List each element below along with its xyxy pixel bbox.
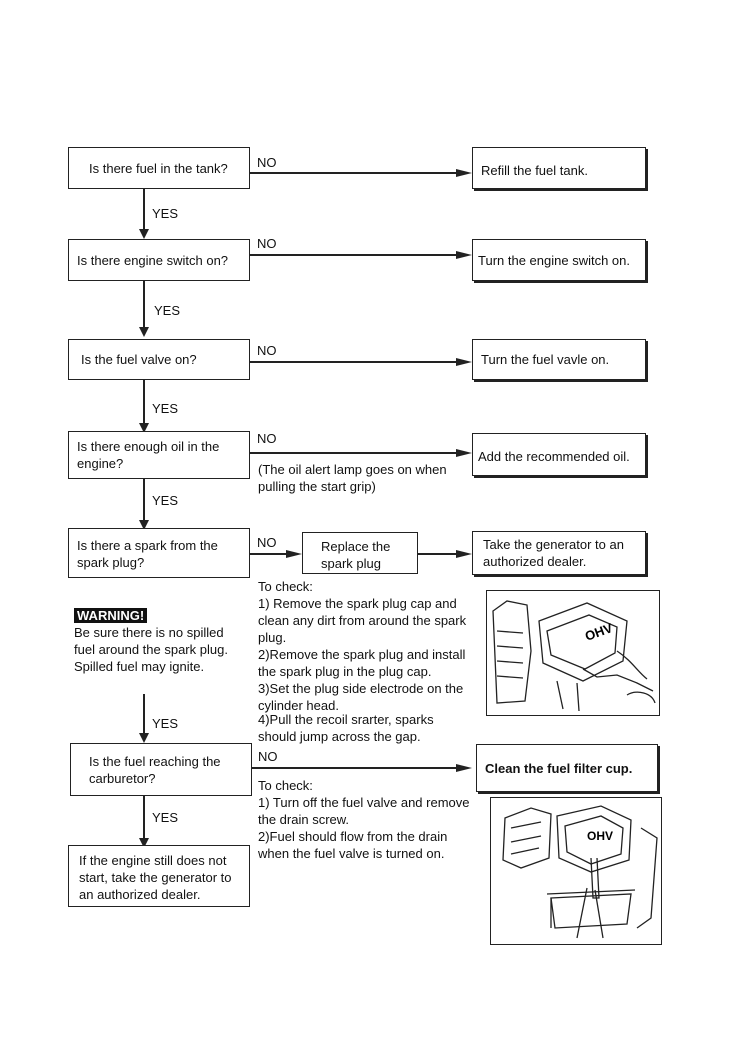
yes-arrow-line — [143, 189, 145, 232]
no-label: NO — [258, 749, 278, 764]
arrow-head — [456, 251, 472, 259]
spark-check-step-2: 2)Remove the spark plug and install the … — [258, 647, 466, 679]
question-spark: Is there a spark from the spark plug? — [68, 528, 250, 578]
replace-spark-plug-box: Replace the spark plug — [302, 532, 418, 574]
warning-block: WARNING! Be sure there is no spilled fue… — [74, 607, 242, 675]
question-text: Is the fuel reaching the carburetor? — [89, 754, 221, 786]
yes-label: YES — [152, 206, 179, 221]
yes-label: YES — [152, 401, 179, 416]
yes-label: YES — [152, 493, 179, 508]
action-text: Turn the fuel vavle on. — [481, 352, 610, 367]
yes-arrow-line — [143, 694, 145, 737]
action-text: Take the generator to an authorized deal… — [483, 537, 624, 569]
spark-check-step-1: 1) Remove the spark plug cap and clean a… — [258, 596, 467, 645]
arrow-head — [139, 733, 149, 743]
spark-check-heading: To check: — [258, 579, 313, 594]
spark-check-step-4: 4)Pull the recoil srarter, sparks should… — [258, 712, 434, 744]
yes-arrow-line — [143, 796, 145, 842]
spark-plug-illustration: OHV — [486, 590, 660, 716]
arrow-head — [139, 327, 149, 337]
oil-alert-note: (The oil alert lamp goes on when pulling… — [258, 462, 447, 494]
no-arrow-line — [250, 254, 458, 256]
no-arrow-line — [250, 361, 458, 363]
question-oil: Is there enough oil in the engine? — [68, 431, 250, 479]
no-label: NO — [257, 155, 277, 170]
question-fuel-in-tank: Is there fuel in the tank? — [68, 147, 250, 189]
fuel-check-heading: To check: — [258, 778, 313, 793]
action-text: Refill the fuel tank. — [481, 163, 588, 178]
drain-drawing: OHV — [502, 805, 658, 939]
arrow-head — [286, 550, 302, 558]
action-text: Clean the fuel filter cup. — [485, 761, 633, 776]
arrow-head — [139, 520, 149, 530]
yes-arrow-line — [143, 380, 145, 427]
action-text: Add the recommended oil. — [478, 449, 630, 464]
question-engine-switch: Is there engine switch on? — [68, 239, 250, 281]
question-fuel-valve: Is the fuel valve on? — [68, 339, 250, 380]
arrow-head — [456, 550, 472, 558]
fuel-drain-illustration: OHV — [490, 797, 662, 945]
question-text: Is there engine switch on? — [77, 253, 229, 268]
replace-text: Replace the spark plug — [321, 539, 391, 571]
yes-label: YES — [152, 810, 179, 825]
arrow-line — [418, 553, 458, 555]
arrow-head — [456, 169, 472, 177]
fuel-check-step-2: 2)Fuel should flow from the drain when t… — [258, 829, 448, 861]
final-text: If the engine still does not start, take… — [79, 853, 232, 902]
no-label: NO — [257, 236, 277, 251]
action-refill-tank: Refill the fuel tank. — [472, 147, 646, 189]
drain-engine-label: OHV — [587, 829, 613, 843]
arrow-head — [139, 838, 149, 848]
arrow-head — [456, 449, 472, 457]
action-text: Turn the engine switch on. — [478, 253, 630, 268]
yes-label: YES — [152, 716, 179, 731]
yes-arrow-line — [143, 479, 145, 524]
arrow-head — [139, 423, 149, 433]
action-valve-on: Turn the fuel vavle on. — [472, 339, 646, 380]
no-label: NO — [257, 535, 277, 550]
engine-label: OHV — [583, 620, 615, 644]
no-arrow-line — [250, 452, 458, 454]
arrow-head — [139, 229, 149, 239]
fuel-check-step-1: 1) Turn off the fuel valve and remove th… — [258, 795, 470, 827]
action-add-oil: Add the recommended oil. — [472, 433, 646, 476]
question-fuel-carburetor: Is the fuel reaching the carburetor? — [70, 743, 252, 796]
question-text: Is there fuel in the tank? — [89, 161, 228, 176]
action-dealer: Take the generator to an authorized deal… — [472, 531, 646, 575]
yes-arrow-line — [143, 281, 145, 330]
engine-drawing: OHV — [492, 600, 656, 712]
action-switch-on: Turn the engine switch on. — [472, 239, 646, 281]
question-text: Is there enough oil in the engine? — [77, 439, 220, 471]
spark-check-step-3: 3)Set the plug side electrode on the cyl… — [258, 681, 464, 713]
no-label: NO — [257, 343, 277, 358]
arrow-head — [456, 764, 472, 772]
question-text: Is the fuel valve on? — [81, 352, 197, 367]
action-clean-filter: Clean the fuel filter cup. — [476, 744, 658, 792]
no-arrow-line — [250, 553, 288, 555]
warning-body: Be sure there is no spilled fuel around … — [74, 625, 228, 674]
no-arrow-line — [250, 172, 458, 174]
yes-label: YES — [154, 303, 181, 318]
final-dealer-box: If the engine still does not start, take… — [68, 845, 250, 907]
no-arrow-line — [252, 767, 458, 769]
question-text: Is there a spark from the spark plug? — [77, 538, 218, 570]
warning-title: WARNING! — [74, 608, 148, 623]
arrow-head — [456, 358, 472, 366]
no-label: NO — [257, 431, 277, 446]
